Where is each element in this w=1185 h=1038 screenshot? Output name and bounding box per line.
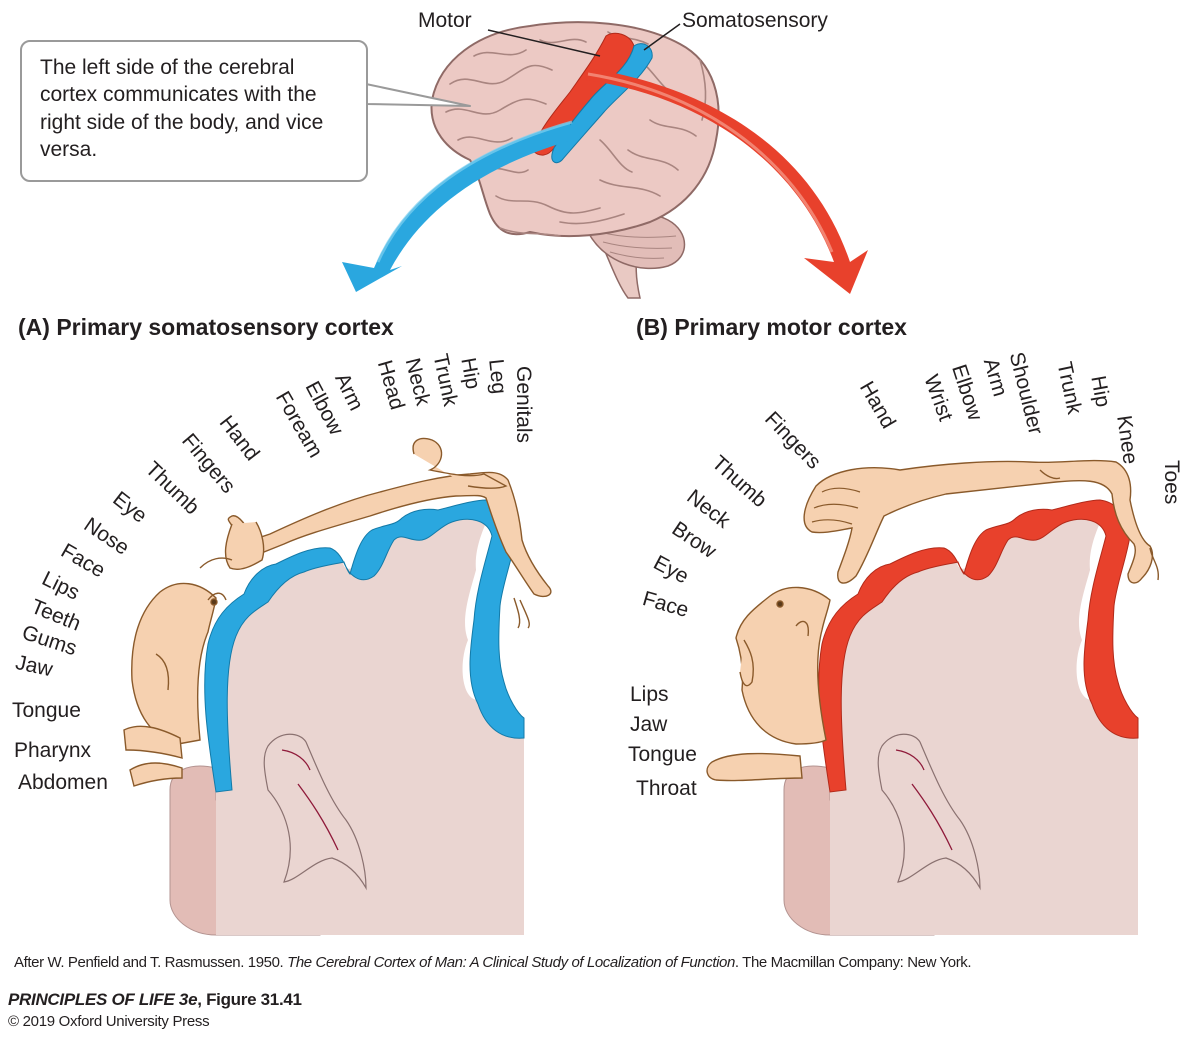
somatosensory-label: Somatosensory — [682, 9, 828, 32]
citation-suffix: . The Macmillan Company: New York. — [734, 954, 972, 971]
panel-a-art — [123, 437, 552, 936]
label-b-tongue: Tongue — [628, 743, 697, 766]
label-a-tongue: Tongue — [12, 699, 81, 722]
citation-prefix: After W. Penfield and T. Rasmussen. 1950… — [14, 954, 288, 971]
label-b-jaw: Jaw — [630, 713, 668, 736]
label-b-toes: Toes — [1160, 460, 1183, 505]
label-b-lips: Lips — [630, 683, 669, 706]
citation: After W. Penfield and T. Rasmussen. 1950… — [14, 954, 972, 971]
copyright: © 2019 Oxford University Press — [8, 1013, 210, 1030]
brain-illustration — [430, 21, 720, 299]
citation-work: The Cerebral Cortex of Man: A Clinical S… — [287, 954, 735, 971]
motor-label: Motor — [418, 9, 472, 32]
blue-arrow — [342, 122, 572, 292]
label-b-throat: Throat — [636, 777, 697, 800]
label-a-abdomen: Abdomen — [18, 771, 108, 794]
credit-line: PRINCIPLES OF LIFE 3e, Figure 31.41 — [8, 990, 302, 1010]
credit-figure: , Figure 31.41 — [197, 990, 302, 1009]
label-a-leg: Leg — [484, 357, 511, 396]
label-b-hip: Hip — [1086, 373, 1115, 409]
credit-book: PRINCIPLES OF LIFE 3e — [8, 990, 198, 1009]
label-a-hip: Hip — [456, 355, 485, 391]
label-a-pharynx: Pharynx — [14, 739, 92, 762]
label-a-genitals: Genitals — [512, 366, 535, 444]
panel-b-title: (B) Primary motor cortex — [636, 314, 907, 340]
panel-b-art — [706, 459, 1160, 936]
panel-a-title: (A) Primary somatosensory cortex — [18, 314, 394, 340]
red-arrow — [586, 68, 868, 294]
callout-box: The left side of the cerebral cortex com… — [20, 40, 368, 182]
